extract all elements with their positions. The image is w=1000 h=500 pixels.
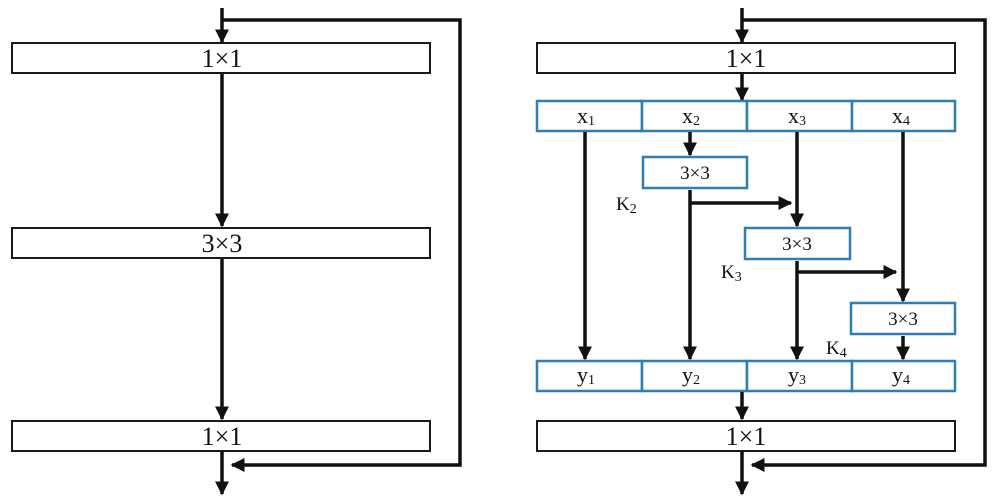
output-label-y4: y4 [892, 362, 910, 388]
kernel-label-k2: K2 [616, 194, 637, 217]
left-middle-conv-label: 3×3 [202, 229, 243, 258]
conv-box-k4 [849, 301, 957, 336]
conv-box-k3 [743, 226, 852, 261]
left-middle-conv-box [11, 227, 431, 259]
output-label-y3: y3 [788, 362, 806, 388]
kernel-label-k3: K3 [721, 262, 742, 285]
conv-label-k4: 3×3 [888, 309, 918, 330]
output-label-y2: y2 [682, 362, 700, 388]
right-skip-connection [742, 18, 987, 472]
left-top-conv-label: 1×1 [202, 44, 243, 73]
conv-label-k3: 3×3 [782, 234, 812, 255]
left-bottleneck-block: 1×1 3×3 1×1 [11, 8, 462, 496]
right-bottom-conv-label: 1×1 [726, 422, 767, 451]
output-cell-y3 [745, 359, 854, 393]
left-bottom-conv-box [11, 420, 431, 452]
input-label-x1: x1 [577, 103, 595, 129]
output-cell-y1 [535, 359, 644, 393]
conv-label-k2: 3×3 [680, 163, 710, 184]
input-label-x3: x3 [788, 103, 806, 129]
right-res2net-block: 1×1 x1 x2 x3 x4 3×3 K2 3×3 K3 3× [535, 8, 987, 496]
right-top-conv-label: 1×1 [726, 44, 767, 73]
output-cell-y2 [640, 359, 749, 393]
output-cell-y4 [850, 359, 957, 393]
output-concat-row: y1 y2 y3 y4 [535, 359, 957, 393]
right-top-conv-box [536, 42, 956, 74]
conv-box-k2 [641, 155, 749, 190]
kernel-label-k4: K4 [826, 338, 847, 361]
input-cell-x3 [745, 99, 854, 133]
input-cell-x2 [640, 99, 749, 133]
left-skip-connection [222, 18, 462, 472]
right-bottom-conv-box [536, 420, 956, 452]
input-label-x4: x4 [892, 103, 910, 129]
input-split-row: x1 x2 x3 x4 [535, 99, 957, 133]
left-bottom-conv-label: 1×1 [202, 422, 243, 451]
input-cell-x4 [850, 99, 957, 133]
output-label-y1: y1 [577, 362, 595, 388]
input-label-x2: x2 [682, 103, 700, 129]
left-top-conv-box [11, 42, 431, 74]
